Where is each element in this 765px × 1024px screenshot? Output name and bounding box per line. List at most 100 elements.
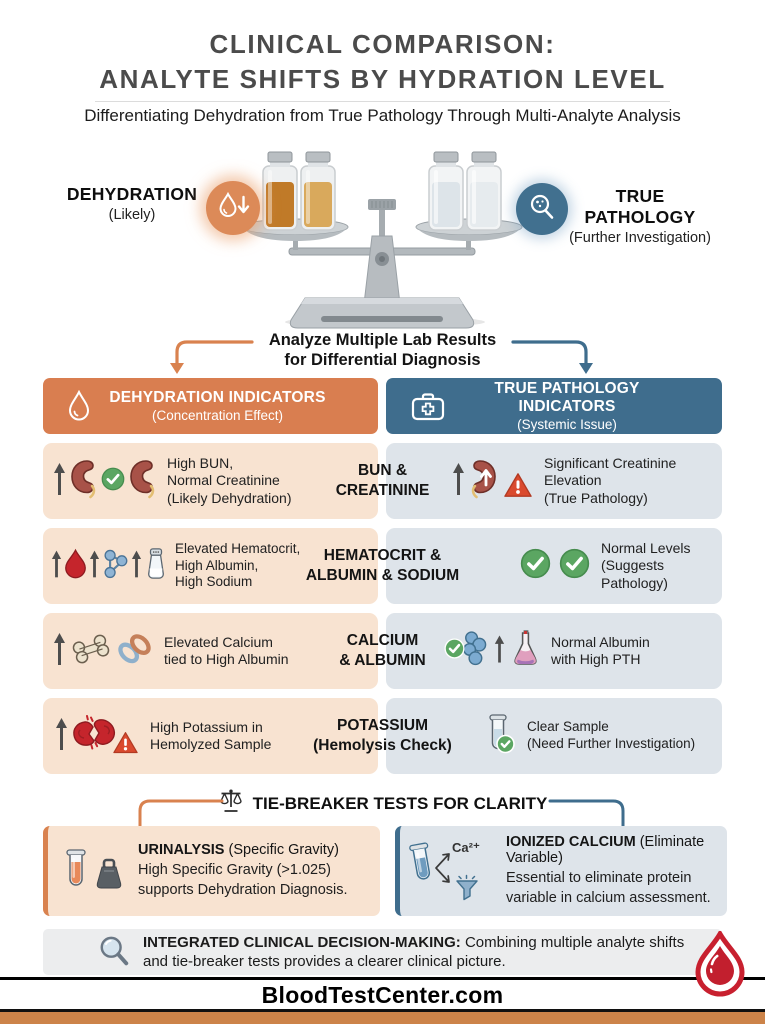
row-right-text: Normal Albumin with High PTH xyxy=(551,633,650,668)
hemolyzed-cell-icon xyxy=(71,714,117,758)
row-left-text: Elevated Calcium tied to High Albumin xyxy=(164,633,289,668)
comparison-row-bun-creatinine: High BUN, Normal Creatinine (Likely Dehy… xyxy=(43,443,722,519)
pth-flask-icon xyxy=(511,630,540,672)
row-left-text: Elevated Hematocrit, High Albumin, High … xyxy=(175,540,301,590)
urinalysis-body: High Specific Gravity (>1.025) supports … xyxy=(138,862,348,898)
urinalysis-heading: URINALYSIS (Specific Gravity) xyxy=(138,842,339,859)
split-arrows-icon xyxy=(434,846,454,895)
pathology-cell: Clear Sample (Need Further Investigation… xyxy=(386,698,722,774)
title-divider xyxy=(95,101,670,102)
dehydration-cell: High Potassium in Hemolyzed Sample xyxy=(43,698,378,774)
right-bracket-line xyxy=(548,799,625,829)
balance-icon xyxy=(218,788,244,819)
summary-heading: INTEGRATED CLINICAL DECISION-MAKING: xyxy=(143,933,461,951)
amber-vial xyxy=(300,151,336,231)
footer-stripe xyxy=(0,1012,765,1024)
column-header-pathology: TRUE PATHOLOGY INDICATORS (Systemic Issu… xyxy=(386,378,722,434)
balance-scale-illustration xyxy=(241,151,523,329)
clear-vial xyxy=(466,151,502,231)
dehydration-cell: High BUN, Normal Creatinine (Likely Dehy… xyxy=(43,443,378,519)
comparison-row-potassium: High Potassium in Hemolyzed Sample POTAS… xyxy=(43,698,722,774)
albumin-protein-icon xyxy=(459,631,488,671)
up-arrow-icon xyxy=(89,549,100,584)
summary-box: INTEGRATED CLINICAL DECISION-MAKING: Com… xyxy=(43,929,722,975)
microscope-magnifier-icon xyxy=(527,192,557,227)
test-tube-check-icon xyxy=(482,713,516,760)
medical-kit-icon xyxy=(410,391,446,421)
left-bracket-line xyxy=(138,799,224,829)
kidney-up-icon xyxy=(469,459,499,504)
column-subtitle: (Concentration Effect) xyxy=(151,408,284,423)
summary-text: INTEGRATED CLINICAL DECISION-MAKING: Com… xyxy=(143,933,703,972)
page-title: CLINICAL COMPARISON: ANALYTE SHIFTS BY H… xyxy=(99,29,666,94)
warning-triangle-icon xyxy=(112,731,139,760)
ionized-calcium-heading: IONIZED CALCIUM (Eliminate Variable) xyxy=(506,834,705,867)
row-analyte-label: HEMATOCRIT & ALBUMIN & SODIUM xyxy=(305,546,460,584)
footer-rule-bottom xyxy=(0,1009,765,1012)
up-arrow-icon xyxy=(51,549,62,584)
ionized-calcium-box: Ca²⁺ IONIZED CALCIUM (Eliminate Variable… xyxy=(395,826,727,916)
kidney-icon xyxy=(70,459,97,504)
blood-drop-logo xyxy=(692,928,748,1002)
pathology-cell: Normal Albumin with High PTH xyxy=(386,613,722,689)
page-subtitle: Differentiating Dehydration from True Pa… xyxy=(84,106,681,125)
clear-vial xyxy=(428,151,464,231)
weight-icon xyxy=(94,857,124,896)
up-arrow-icon xyxy=(131,549,142,584)
pathology-label-block: TRUE PATHOLOGY (Further Investigation) xyxy=(564,186,716,246)
row-right-text: Clear Sample (Need Further Investigation… xyxy=(527,719,696,751)
comparison-row-hematocrit-albumin-sodium: Elevated Hematocrit, High Albumin, High … xyxy=(43,528,722,604)
brand-name: BloodTestCenter.com xyxy=(261,982,504,1008)
analysis-caption: Analyze Multiple Lab Results for Differe… xyxy=(268,331,497,369)
dehydration-note: (Likely) xyxy=(108,207,156,223)
row-analyte-label: CALCIUM & ALBUMIN xyxy=(339,631,426,669)
up-arrow-icon xyxy=(55,716,68,757)
footer-rule-top xyxy=(0,977,765,980)
row-right-text: Normal Levels (Suggests Pathology) xyxy=(601,539,691,591)
pathology-badge xyxy=(516,183,568,235)
droplet-down-icon xyxy=(215,191,251,226)
dehydration-label-block: DEHYDRATION (Likely) xyxy=(62,184,202,223)
check-circle-icon xyxy=(520,548,551,584)
branch-arrows xyxy=(170,340,593,374)
row-right-text: Significant Creatinine Elevation (True P… xyxy=(544,454,677,506)
column-title: TRUE PATHOLOGY INDICATORS xyxy=(494,380,640,415)
column-header-dehydration: DEHYDRATION INDICATORS (Concentration Ef… xyxy=(43,378,378,434)
funnel-icon xyxy=(454,874,480,907)
dehydration-cell: Elevated Hematocrit, High Albumin, High … xyxy=(43,528,378,604)
urinalysis-box: URINALYSIS (Specific Gravity) High Speci… xyxy=(43,826,380,916)
magnifier-icon xyxy=(98,935,130,969)
dehydration-cell: Elevated Calcium tied to High Albumin xyxy=(43,613,378,689)
check-circle-icon xyxy=(101,467,125,496)
check-circle-icon xyxy=(559,548,590,584)
albumin-molecule-icon xyxy=(102,548,129,584)
up-arrow-icon xyxy=(494,633,505,670)
salt-shaker-icon xyxy=(144,547,168,585)
row-analyte-label: POTASSIUM (Hemolysis Check) xyxy=(313,716,452,754)
dehydration-badge xyxy=(206,181,260,235)
check-circle-icon xyxy=(444,638,465,664)
left-branch-arrow xyxy=(175,340,254,366)
ionized-calcium-body: Essential to eliminate protein variable … xyxy=(506,870,711,906)
dehydration-label: DEHYDRATION xyxy=(66,184,198,204)
comparison-row-calcium-albumin: Elevated Calcium tied to High Albumin CA… xyxy=(43,613,722,689)
row-analyte-label: BUN & CREATININE xyxy=(335,461,430,499)
warning-triangle-icon xyxy=(503,472,533,504)
ca-ion-label: Ca²⁺ xyxy=(452,840,480,855)
up-arrow-icon xyxy=(53,631,66,672)
blood-test-tube-icon xyxy=(406,840,438,890)
pathology-cell: Normal Levels (Suggests Pathology) xyxy=(386,528,722,604)
tiebreaker-brackets xyxy=(138,799,625,829)
pathology-cell: Significant Creatinine Elevation (True P… xyxy=(386,443,722,519)
row-left-text: High Potassium in Hemolyzed Sample xyxy=(150,718,272,753)
blood-drop-icon xyxy=(64,548,87,584)
summary-body: Combining multiple analyte shifts and ti… xyxy=(143,933,685,971)
column-title: DEHYDRATION INDICATORS xyxy=(109,389,326,406)
up-arrow-icon xyxy=(452,461,465,502)
right-branch-arrow xyxy=(511,340,588,366)
pathology-note: (Further Investigation) xyxy=(569,230,711,246)
row-left-text: High BUN, Normal Creatinine (Likely Dehy… xyxy=(167,454,292,506)
urine-test-tube-icon xyxy=(64,848,88,895)
up-arrow-icon xyxy=(53,461,66,502)
